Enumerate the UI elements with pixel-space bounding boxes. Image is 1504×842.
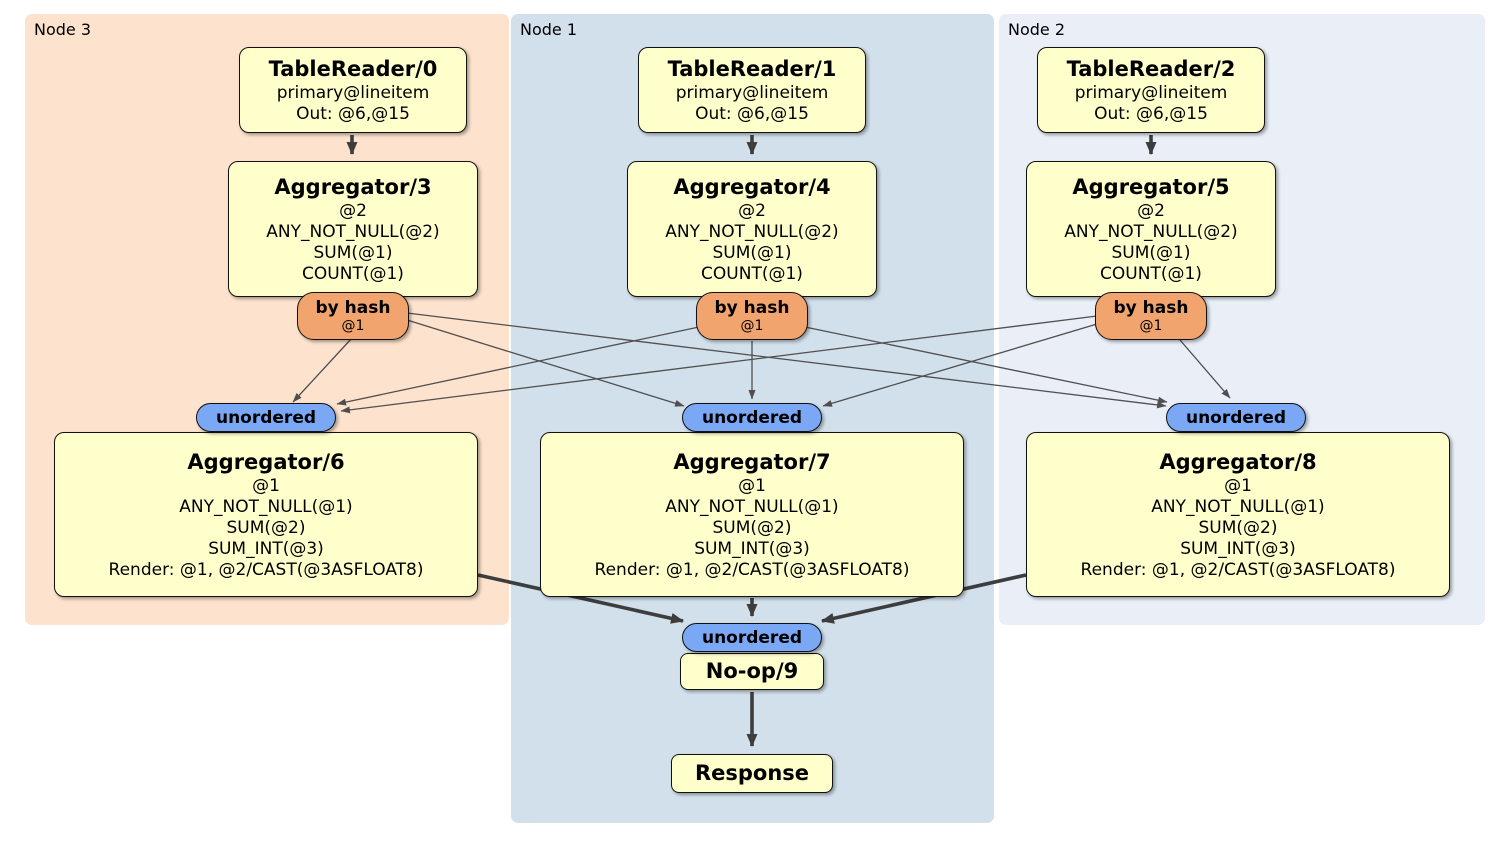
box-line: @2 (1137, 200, 1165, 221)
box-line: @1 (738, 475, 766, 496)
box-line: COUNT(@1) (302, 263, 404, 284)
by-hash-router-node1: by hash @1 (696, 292, 808, 340)
router-detail: @1 (740, 318, 764, 334)
tablereader-1-box: TableReader/1 primary@lineitem Out: @6,@… (638, 47, 866, 133)
box-line: SUM(@1) (1111, 242, 1191, 263)
aggregator-8-box: Aggregator/8 @1 ANY_NOT_NULL(@1) SUM(@2)… (1026, 432, 1450, 597)
box-title: TableReader/1 (667, 56, 837, 81)
box-title: TableReader/2 (1066, 56, 1236, 81)
tablereader-0-box: TableReader/0 primary@lineitem Out: @6,@… (239, 47, 467, 133)
box-line: @2 (738, 200, 766, 221)
box-title: No-op/9 (705, 659, 799, 683)
aggregator-6-box: Aggregator/6 @1 ANY_NOT_NULL(@1) SUM(@2)… (54, 432, 478, 597)
box-title: Response (694, 761, 810, 785)
node-1-label: Node 1 (520, 20, 578, 39)
box-line: SUM(@2) (226, 517, 306, 538)
box-line: @2 (339, 200, 367, 221)
box-line: primary@lineitem (675, 82, 829, 103)
box-line: SUM(@1) (313, 242, 393, 263)
aggregator-3-box: Aggregator/3 @2 ANY_NOT_NULL(@2) SUM(@1)… (228, 161, 478, 297)
node-3-label: Node 3 (34, 20, 92, 39)
box-line: SUM_INT(@3) (694, 538, 810, 559)
box-title: Aggregator/4 (673, 174, 831, 199)
box-line: COUNT(@1) (1100, 263, 1202, 284)
router-label: by hash (714, 298, 790, 318)
unordered-sync-node2: unordered (1166, 403, 1306, 432)
box-title: Aggregator/8 (1159, 449, 1317, 474)
box-line: @1 (252, 475, 280, 496)
box-line: Render: @1, @2/CAST(@3ASFLOAT8) (108, 559, 424, 580)
aggregator-5-box: Aggregator/5 @2 ANY_NOT_NULL(@2) SUM(@1)… (1026, 161, 1276, 297)
box-title: Aggregator/5 (1072, 174, 1230, 199)
router-label: by hash (315, 298, 391, 318)
by-hash-router-node3: by hash @1 (297, 292, 409, 340)
box-line: Out: @6,@15 (296, 103, 410, 124)
unordered-sync-final: unordered (682, 623, 822, 652)
box-line: SUM(@1) (712, 242, 792, 263)
box-line: @1 (1224, 475, 1252, 496)
box-line: Out: @6,@15 (695, 103, 809, 124)
aggregator-7-box: Aggregator/7 @1 ANY_NOT_NULL(@1) SUM(@2)… (540, 432, 964, 597)
router-detail: @1 (1139, 318, 1163, 334)
box-line: Render: @1, @2/CAST(@3ASFLOAT8) (1080, 559, 1396, 580)
box-line: SUM(@2) (712, 517, 792, 538)
box-line: primary@lineitem (1074, 82, 1228, 103)
box-line: Render: @1, @2/CAST(@3ASFLOAT8) (594, 559, 910, 580)
box-title: TableReader/0 (268, 56, 438, 81)
box-line: SUM(@2) (1198, 517, 1278, 538)
box-title: Aggregator/7 (673, 449, 831, 474)
box-line: COUNT(@1) (701, 263, 803, 284)
box-line: ANY_NOT_NULL(@1) (179, 496, 353, 517)
unordered-sync-node3: unordered (196, 403, 336, 432)
router-detail: @1 (341, 318, 365, 334)
box-line: ANY_NOT_NULL(@2) (1064, 221, 1238, 242)
response-box: Response (671, 754, 833, 793)
box-line: SUM_INT(@3) (1180, 538, 1296, 559)
box-line: Out: @6,@15 (1094, 103, 1208, 124)
box-line: SUM_INT(@3) (208, 538, 324, 559)
box-line: ANY_NOT_NULL(@1) (665, 496, 839, 517)
router-label: by hash (1113, 298, 1189, 318)
box-line: ANY_NOT_NULL(@1) (1151, 496, 1325, 517)
box-line: ANY_NOT_NULL(@2) (665, 221, 839, 242)
by-hash-router-node2: by hash @1 (1095, 292, 1207, 340)
box-line: ANY_NOT_NULL(@2) (266, 221, 440, 242)
aggregator-4-box: Aggregator/4 @2 ANY_NOT_NULL(@2) SUM(@1)… (627, 161, 877, 297)
box-title: Aggregator/6 (187, 449, 345, 474)
tablereader-2-box: TableReader/2 primary@lineitem Out: @6,@… (1037, 47, 1265, 133)
node-2-label: Node 2 (1008, 20, 1066, 39)
box-title: Aggregator/3 (274, 174, 432, 199)
noop-9-box: No-op/9 (680, 653, 824, 690)
unordered-sync-node1: unordered (682, 403, 822, 432)
box-line: primary@lineitem (276, 82, 430, 103)
